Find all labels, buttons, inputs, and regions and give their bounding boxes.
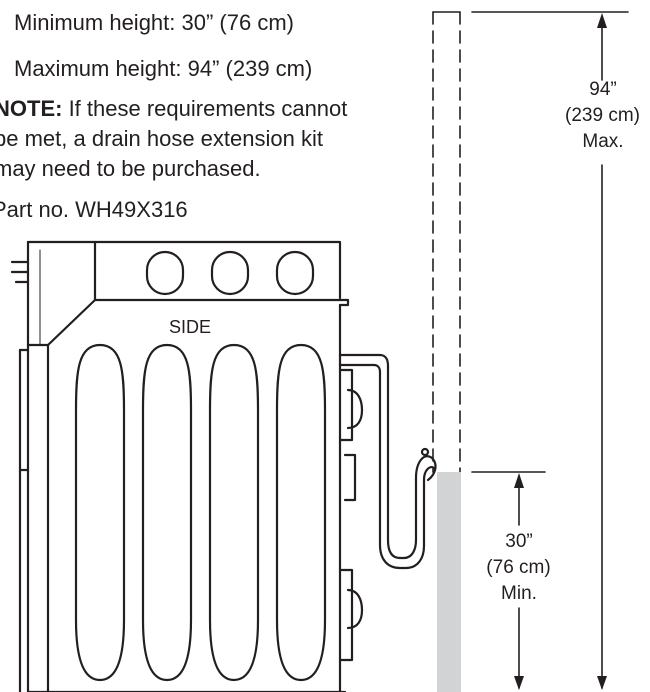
note-label: NOTE:	[0, 96, 63, 121]
top-lid	[26, 298, 350, 347]
min-dimension-metric: (76 cm)	[486, 557, 551, 578]
max-arrow-down	[597, 676, 607, 690]
washer-cabinet	[46, 303, 342, 692]
min-height-text: Minimum height: 30” (76 cm)	[14, 10, 294, 35]
console-knob-2	[210, 250, 250, 296]
top-console	[93, 240, 342, 300]
max-arrow-up	[597, 13, 607, 28]
note-line-3: may need to be purchased.	[0, 156, 261, 181]
rear-fitting-top	[338, 368, 354, 442]
standpipe	[437, 472, 461, 692]
side-rib-4	[275, 343, 327, 682]
max-dimension-qualifier: Max.	[582, 131, 624, 152]
min-arrow-up	[514, 473, 524, 488]
hose-clip	[420, 447, 430, 457]
max-height-text: Maximum height: 94” (239 cm)	[14, 56, 313, 81]
min-arrow-down	[514, 676, 524, 690]
max-dimension-value: 94”	[589, 79, 617, 100]
console-knob-3	[275, 250, 315, 296]
min-dimension-value: 30”	[505, 531, 533, 552]
max-dimension-metric: (239 cm)	[565, 105, 640, 126]
drain-hose	[338, 353, 437, 560]
note-line-2: be met, a drain hose extension kit	[0, 126, 323, 151]
side-rib-2	[141, 343, 193, 682]
part-number-text: Part no. WH49X316	[0, 197, 188, 222]
note-text: If these requirements cannot	[62, 96, 348, 121]
note-line-1: NOTE: If these requirements cannot	[0, 96, 347, 122]
side-label: SIDE	[168, 317, 211, 337]
console-knob-1	[145, 250, 185, 296]
side-rib-1	[74, 343, 126, 682]
rear-fitting-bottom	[338, 568, 354, 662]
min-dimension-qualifier: Min.	[501, 583, 537, 604]
side-rib-3	[208, 343, 260, 682]
